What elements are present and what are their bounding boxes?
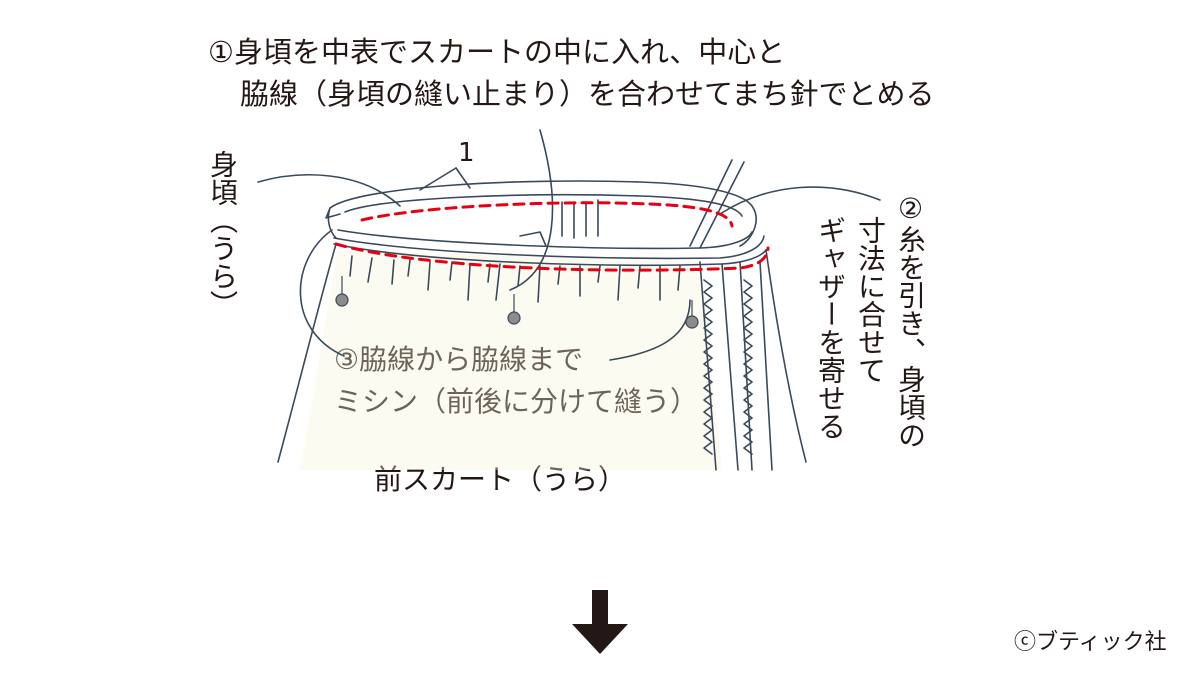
front-skirt-wrong-side-label: 前スカート（うら） bbox=[374, 463, 627, 496]
pin-icon bbox=[335, 293, 349, 307]
step3-instruction-line2: ミシン（前後に分けて縫う） bbox=[334, 385, 699, 418]
skirt-right-side-outer bbox=[765, 249, 807, 463]
leader-step3-right bbox=[609, 299, 691, 361]
zigzag-overlock-1 bbox=[703, 279, 713, 455]
zigzag-overlock-2 bbox=[743, 279, 753, 455]
leader-step2 bbox=[719, 186, 881, 215]
bodice-band-bottom bbox=[333, 235, 765, 260]
step3-instruction-line1: ③脇線から脇線まで bbox=[334, 343, 584, 376]
step2-instruction-line3: ギャザーを寄せる bbox=[814, 216, 847, 440]
bodice-band-lower bbox=[337, 229, 753, 250]
pins bbox=[335, 276, 699, 329]
zipper-marks bbox=[561, 199, 599, 239]
gathering-stitch-line bbox=[334, 242, 770, 272]
step2-instruction-line1: ②糸を引き、身頃の bbox=[894, 192, 927, 449]
leader-one-left bbox=[419, 167, 457, 191]
copyright-notice: ⓒブティック社 bbox=[1014, 630, 1167, 655]
bodice-strap-left bbox=[689, 159, 733, 247]
skirt-left-side bbox=[277, 243, 337, 463]
step2-instruction-line2: 寸法に合せて bbox=[854, 216, 887, 384]
leader-step1 bbox=[509, 129, 554, 291]
step1-instruction-line2: 脇線（身頃の縫い止まり）を合わせてまち針でとめる bbox=[240, 77, 935, 111]
pin-icon bbox=[507, 311, 521, 325]
center-notch bbox=[519, 231, 547, 247]
leader-one-right bbox=[455, 167, 471, 189]
bodice-band-outer bbox=[329, 180, 757, 247]
bodice-band-inner-top bbox=[344, 193, 743, 217]
seam-number-label: 1 bbox=[458, 138, 475, 168]
leader-bodice bbox=[257, 174, 401, 207]
basting-stitch-line bbox=[360, 201, 734, 228]
skirt-top-edge bbox=[333, 243, 767, 266]
pin-icon bbox=[685, 315, 699, 329]
down-arrow-icon bbox=[572, 590, 628, 654]
bodice-strap-right bbox=[699, 161, 745, 249]
bodice-left-fold bbox=[325, 207, 341, 239]
leader-step3-left bbox=[299, 229, 345, 357]
gather-folds bbox=[349, 255, 681, 303]
skirt-fabric-tint bbox=[300, 250, 722, 470]
step1-instruction-line1: ①身頃を中表でスカートの中に入れ、中心と bbox=[208, 35, 786, 69]
bodice-wrong-side-label: 身頃（うら） bbox=[206, 150, 239, 318]
